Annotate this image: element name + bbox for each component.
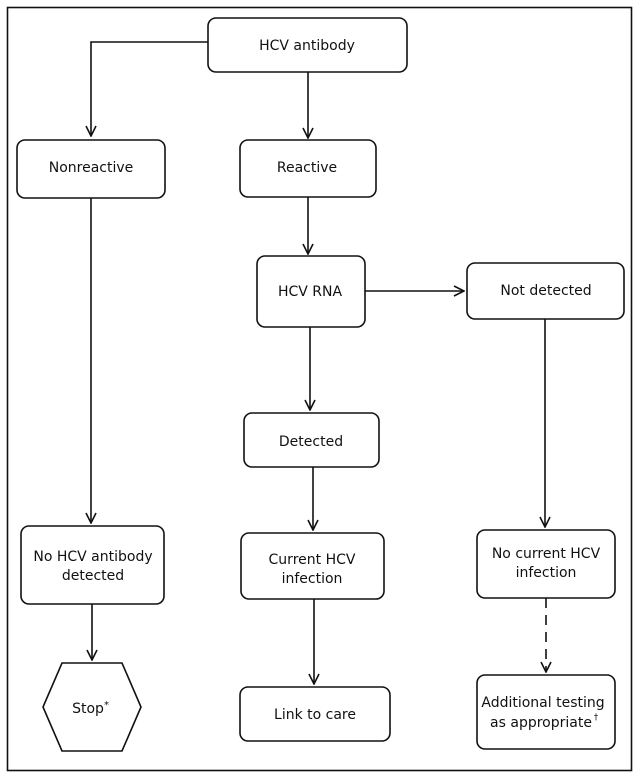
node-stop-hexagon — [42, 662, 142, 752]
label-detected: Detected — [279, 434, 343, 450]
node-not-detected — [466, 262, 625, 320]
label-no-hcv-antibody-line1: No HCV antibody — [33, 549, 152, 565]
node-link-to-care — [239, 686, 391, 742]
outer-border — [6, 6, 633, 772]
label-no-hcv-antibody-line2: detected — [62, 568, 124, 584]
label-link-to-care: Link to care — [274, 707, 356, 723]
node-no-hcv-antibody — [20, 525, 165, 605]
node-hcv-antibody — [207, 17, 408, 73]
node-nonreactive — [16, 139, 166, 199]
label-current-hcv-line1: Current HCV — [269, 552, 356, 568]
label-reactive: Reactive — [277, 160, 337, 176]
arrow-antibody-to-nonreactive — [91, 41, 208, 136]
node-reactive — [239, 139, 377, 198]
label-no-current-hcv-line1: No current HCV — [492, 546, 601, 562]
label-hcv-rna: HCV RNA — [278, 284, 343, 300]
label-additional-testing-line1: Additional testing — [481, 695, 604, 711]
label-current-hcv-line2: infection — [282, 571, 343, 587]
node-detected — [243, 412, 380, 468]
label-nonreactive: Nonreactive — [49, 160, 134, 176]
node-no-current-hcv-infection — [476, 529, 616, 599]
label-not-detected: Not detected — [500, 283, 591, 299]
label-hcv-antibody: HCV antibody — [259, 38, 355, 54]
label-additional-testing-line2: as appropriate — [490, 715, 592, 731]
label-no-current-hcv-line2: infection — [516, 565, 577, 581]
node-hcv-rna — [256, 255, 366, 328]
node-current-hcv-infection — [240, 532, 385, 600]
dagger-footnote-mark: † — [594, 713, 599, 723]
node-additional-testing — [476, 674, 616, 750]
label-stop: Stop — [72, 701, 104, 717]
asterisk-footnote-mark: * — [104, 700, 109, 711]
